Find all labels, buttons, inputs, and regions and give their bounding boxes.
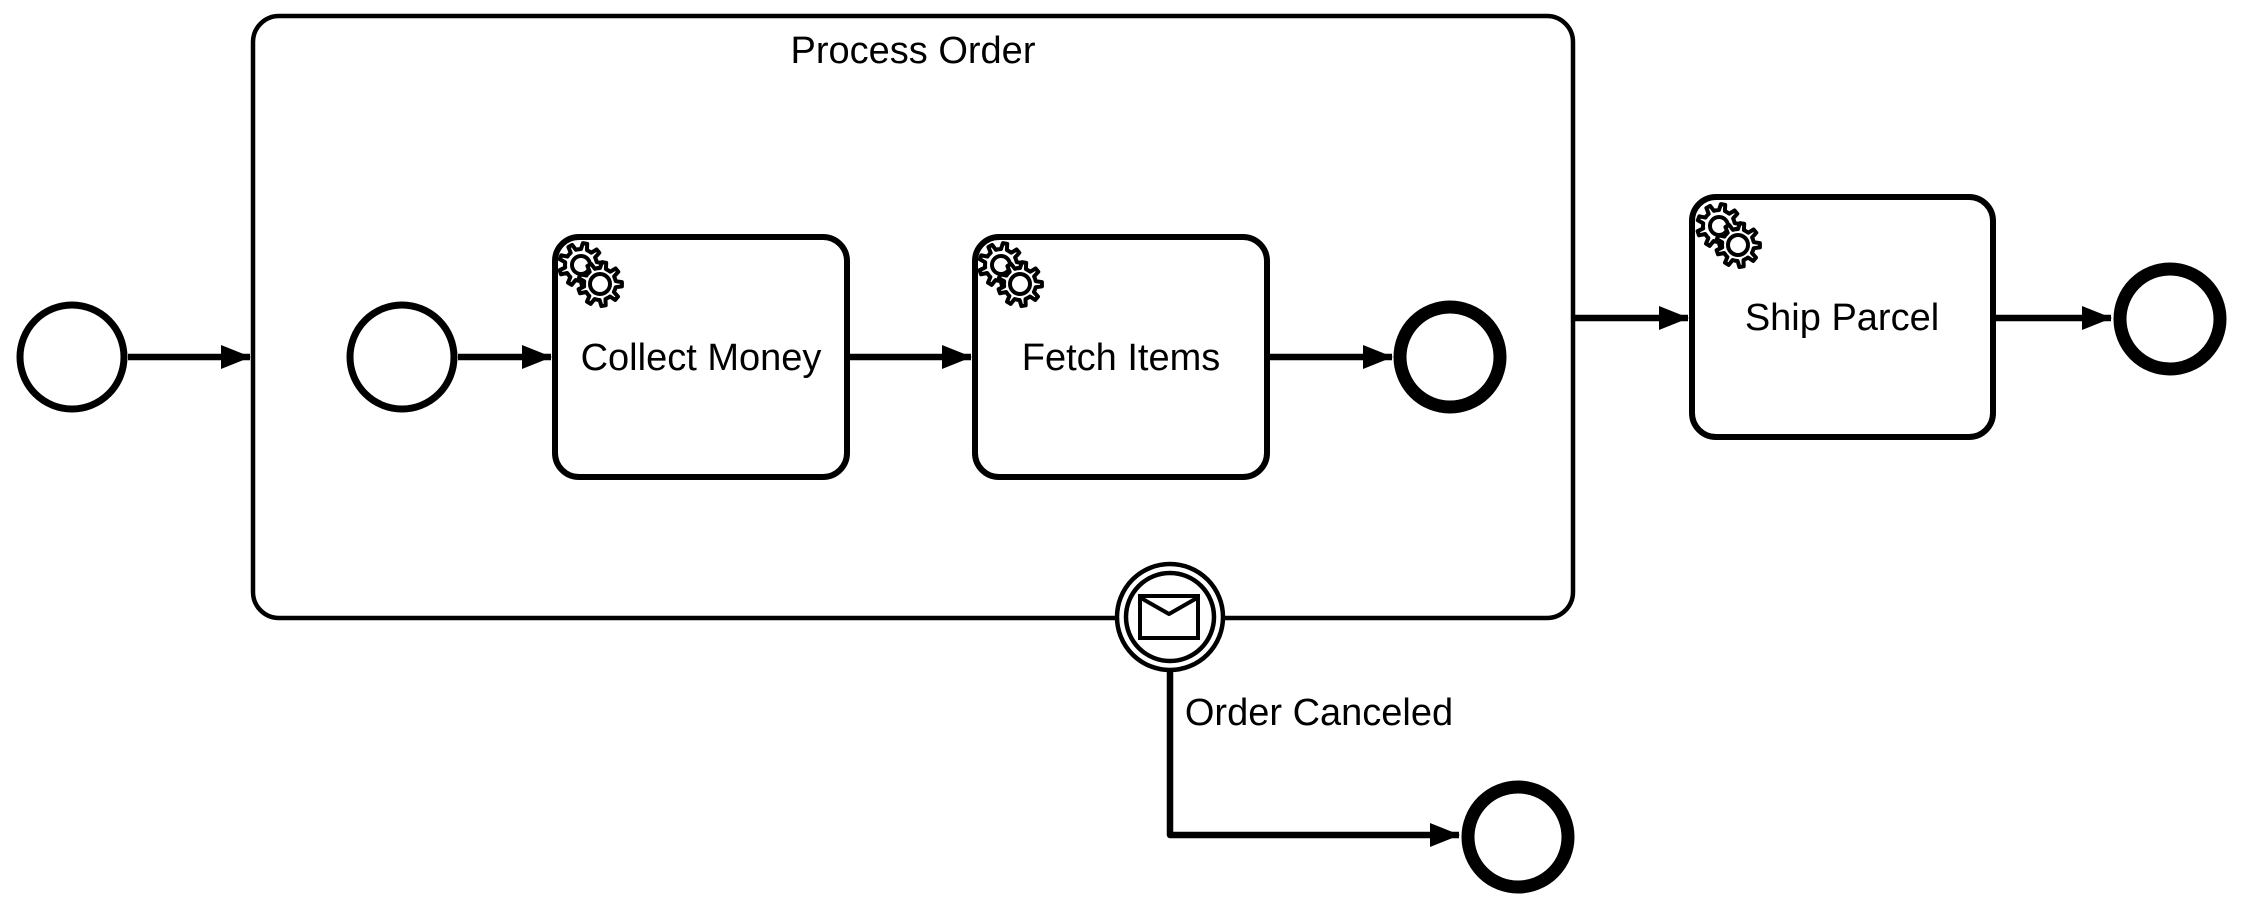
subprocess-process-order[interactable]: Process Order	[250, 13, 1576, 621]
start-event-inner[interactable]	[346, 301, 458, 413]
start-event-circle	[346, 301, 458, 413]
task-label: Ship Parcel	[1745, 297, 1939, 339]
task-collect-money[interactable]: Collect Money	[552, 234, 850, 480]
task-label: Collect Money	[581, 337, 822, 379]
subprocess-label: Process Order	[791, 30, 1036, 72]
sequence-flow-order-canceled[interactable]	[1166, 672, 1460, 847]
end-event-circle	[1393, 300, 1507, 414]
task-label: Fetch Items	[1022, 337, 1221, 379]
service-task-gears-icon	[1695, 202, 1762, 269]
start-event-outer[interactable]	[16, 301, 128, 413]
end-event-circle	[2113, 262, 2227, 376]
task-fetch-items[interactable]: Fetch Items	[972, 234, 1270, 480]
end-event-circle	[1461, 780, 1575, 894]
envelope-icon	[1138, 594, 1200, 640]
service-task-gears-icon	[977, 241, 1044, 308]
task-border	[972, 234, 1270, 480]
task-border	[552, 234, 850, 480]
boundary-event-label[interactable]: Order Canceled	[1185, 692, 1453, 734]
task-border	[1689, 194, 1996, 440]
subprocess-border	[250, 13, 1576, 621]
boundary-event-inner-circle	[1123, 570, 1217, 664]
boundary-event-order-canceled[interactable]	[1114, 561, 1226, 673]
end-event-inner[interactable]	[1393, 300, 1507, 414]
start-event-circle	[16, 301, 128, 413]
end-event-canceled[interactable]	[1461, 780, 1575, 894]
end-event-outer[interactable]	[2113, 262, 2227, 376]
task-ship-parcel[interactable]: Ship Parcel	[1689, 194, 1996, 440]
service-task-gears-icon	[557, 241, 624, 308]
